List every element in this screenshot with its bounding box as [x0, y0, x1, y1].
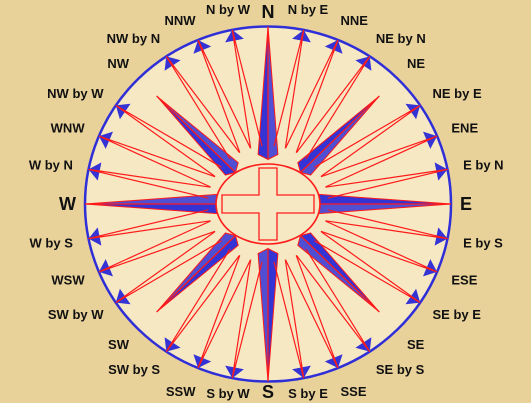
point-label: E by S [463, 235, 503, 250]
point-label: SSW [166, 384, 196, 399]
point-label: ESE [451, 273, 477, 288]
point-label: SW by S [108, 362, 160, 377]
point-label: E by N [463, 158, 503, 173]
point-label: SSE [341, 384, 367, 399]
point-label: N by E [288, 2, 329, 17]
point-label: S by W [206, 386, 250, 401]
point-label: NNE [341, 13, 369, 28]
point-label: SE by E [433, 307, 482, 322]
point-label: SE [407, 337, 425, 352]
point-label: S by E [288, 386, 328, 401]
point-label: NE [407, 56, 425, 71]
point-label: ENE [451, 120, 478, 135]
point-label: SE by S [376, 362, 425, 377]
point-label: NW [107, 56, 129, 71]
point-label: WNW [51, 120, 86, 135]
point-label: NNW [164, 13, 196, 28]
point-label: N by W [206, 2, 251, 17]
point-label: W by N [29, 158, 73, 173]
point-label: W by S [30, 235, 74, 250]
point-label: NE by E [433, 86, 482, 101]
point-label: W [59, 194, 76, 214]
point-label: NE by N [376, 31, 426, 46]
point-label: S [262, 382, 274, 402]
hub [216, 164, 320, 244]
point-label: SW [108, 337, 130, 352]
point-label: E [460, 194, 472, 214]
point-label: N [262, 2, 275, 22]
point-label: SW by W [48, 307, 104, 322]
point-label: WSW [51, 273, 85, 288]
point-label: NW by W [47, 86, 104, 101]
point-label: NW by N [107, 31, 160, 46]
